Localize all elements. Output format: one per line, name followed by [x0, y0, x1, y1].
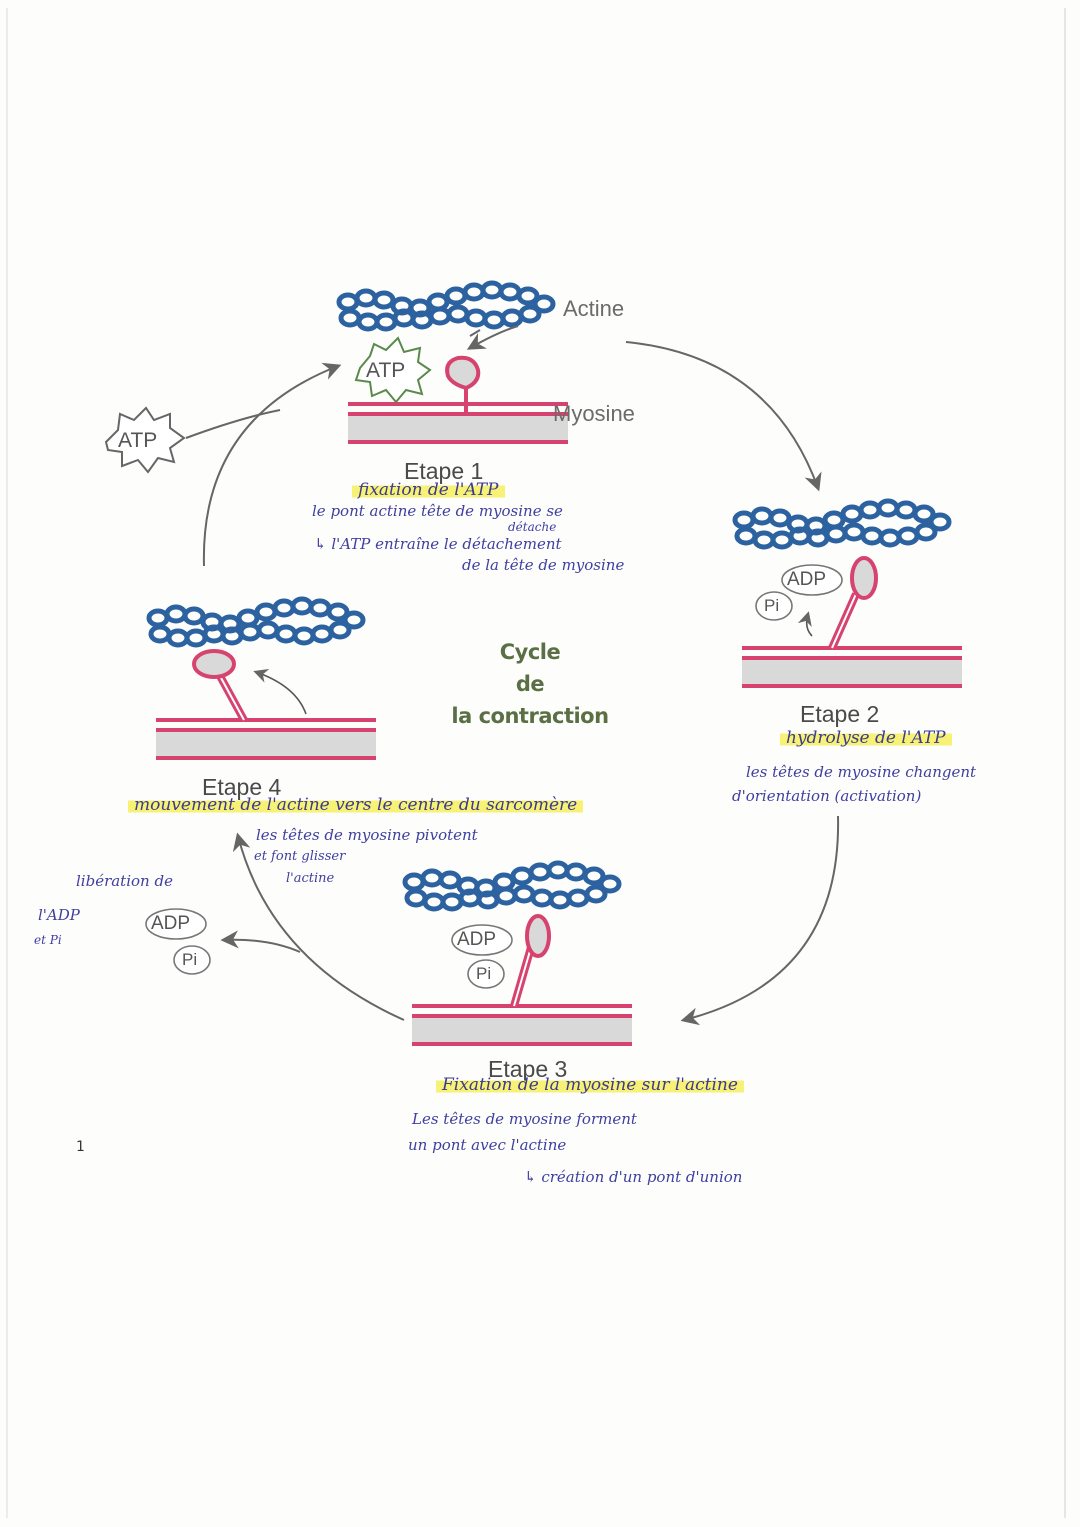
arrow-step3-to-step4	[232, 832, 405, 1021]
atp-label-step1: ATP	[366, 359, 406, 382]
arrow-step4-to-step1	[202, 362, 342, 567]
step3-note: Les têtes de myosine forment	[412, 1110, 637, 1128]
pi-label-step2: Pi	[764, 596, 780, 615]
step4-highlight: mouvement de l'actine vers le centre du …	[128, 797, 584, 814]
step3-note: ↳ création d'un pont d'union	[524, 1168, 743, 1186]
step2-illustration	[735, 501, 964, 688]
title-line: de	[515, 672, 545, 696]
page-edge	[1064, 8, 1066, 1518]
step4-illustration	[149, 599, 378, 760]
cycle-title: Cycle de la contraction	[440, 636, 620, 732]
actin-filament	[339, 283, 553, 329]
released-adp	[145, 908, 207, 940]
title-line: la contraction	[451, 704, 609, 728]
step3-heading: Etape 3	[488, 1056, 568, 1082]
adp-label-step3: ADP	[457, 929, 497, 950]
step3-illustration	[405, 863, 634, 1046]
release-note: et Pi	[34, 933, 62, 947]
pi-label-step3: Pi	[476, 964, 492, 983]
step4-note: les têtes de myosine pivotent	[256, 826, 478, 844]
release-note: libération de	[76, 872, 173, 890]
step1-note: ↳ l'ATP entraîne le détachement	[314, 535, 562, 553]
step4-note: l'actine	[286, 871, 335, 886]
step2-note: d'orientation (activation)	[732, 787, 922, 805]
step4-heading: Etape 4	[202, 774, 282, 800]
free-atp-star	[104, 406, 186, 474]
page-edge	[6, 8, 8, 1518]
adp-label-step2: ADP	[787, 569, 827, 590]
step1-note: détache	[508, 520, 557, 534]
step2-highlight: hydrolyse de l'ATP	[780, 730, 952, 747]
arrow-release-adp-pi	[220, 930, 301, 953]
adp-label-released: ADP	[151, 913, 191, 934]
step2-heading: Etape 2	[800, 701, 880, 727]
step1-highlight: fixation de l'ATP	[352, 482, 505, 499]
step3-highlight: Fixation de la myosine sur l'actine	[436, 1077, 744, 1094]
released-pi	[173, 945, 211, 975]
arrow-step1-to-step2	[625, 341, 822, 492]
actine-label: Actine	[563, 296, 625, 321]
arrow-atp-entry	[185, 409, 281, 439]
step1-note: de la tête de myosine	[462, 556, 625, 574]
step1-illustration	[339, 283, 570, 444]
step4-note: et font glisser	[254, 849, 346, 864]
atp-label-free: ATP	[118, 429, 158, 452]
myosin-filament	[346, 402, 570, 444]
arrow-step2-to-step3	[680, 815, 840, 1026]
pi-label-released: Pi	[182, 950, 198, 969]
myosine-label: Myosine	[553, 401, 635, 426]
step1-heading: Etape 1	[404, 458, 484, 484]
step2-note: les têtes de myosine changent	[746, 763, 977, 781]
page-number: 1	[76, 1139, 85, 1155]
step1-note: le pont actine tête de myosine se	[312, 502, 563, 520]
release-note: l'ADP	[38, 906, 80, 924]
step3-note: un pont avec l'actine	[408, 1136, 567, 1154]
title-line: Cycle	[499, 640, 561, 664]
